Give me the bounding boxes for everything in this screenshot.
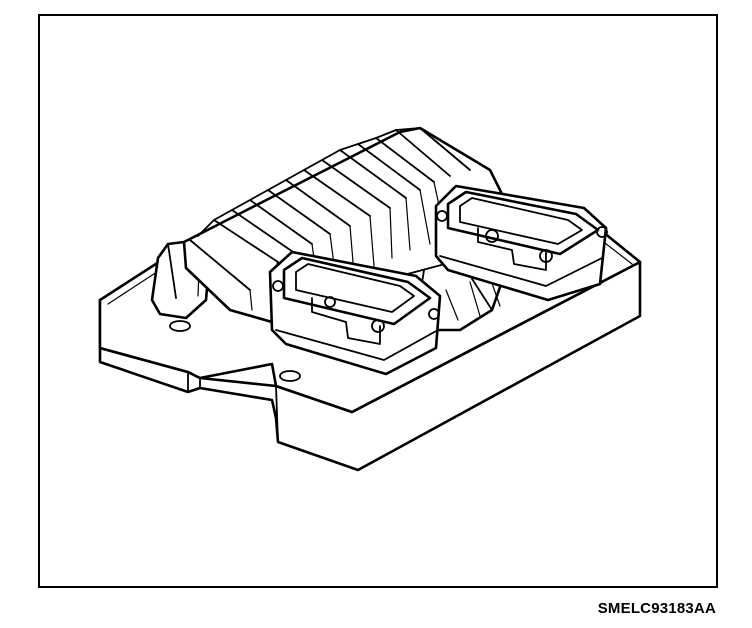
- connector-right: [434, 184, 608, 302]
- figure-frame: [38, 14, 718, 588]
- figure-code: SMELC93183AA: [597, 600, 716, 617]
- connector-left: [268, 250, 442, 376]
